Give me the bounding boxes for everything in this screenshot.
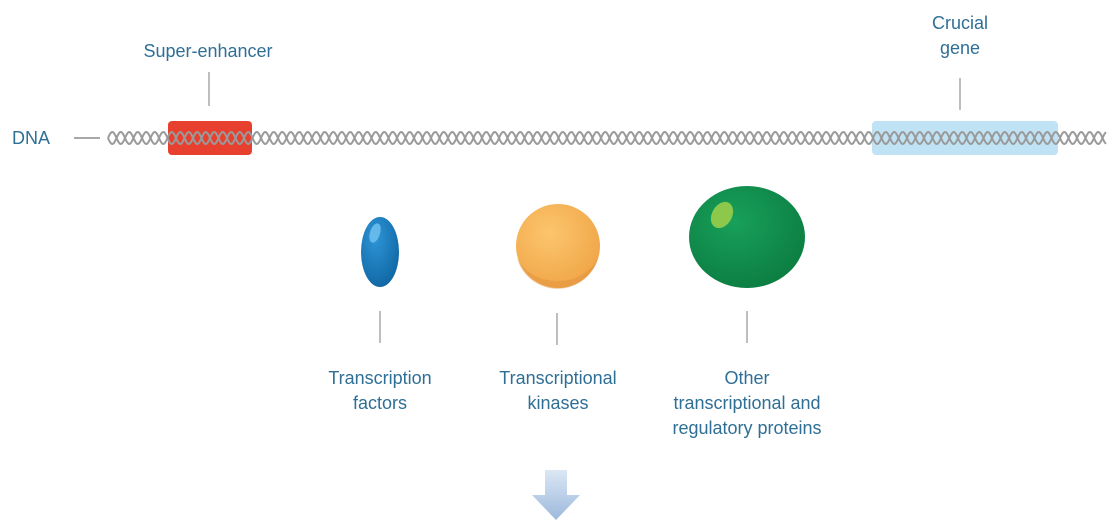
other-proteins-label: Other transcriptional and regulatory pro… — [672, 368, 822, 438]
down-arrow-icon — [532, 470, 580, 520]
dna-strand-1 — [107, 130, 1107, 146]
dna-double-helix — [107, 130, 1107, 146]
transcriptional-kinase-shape — [516, 204, 600, 289]
dna-label: DNA — [12, 128, 51, 148]
transcription-factors-label: Transcription factors — [328, 368, 432, 413]
crucial-gene-region — [872, 121, 1058, 155]
transcriptional-kinases-label: Transcriptional kinases — [499, 368, 617, 413]
dna-strand-2 — [107, 130, 1107, 146]
other-protein-shape — [689, 186, 805, 288]
super-enhancer-label: Super-enhancer — [143, 41, 273, 61]
crucial-gene-label: Crucial gene — [931, 13, 988, 58]
transcription-factor-shape — [361, 217, 399, 287]
